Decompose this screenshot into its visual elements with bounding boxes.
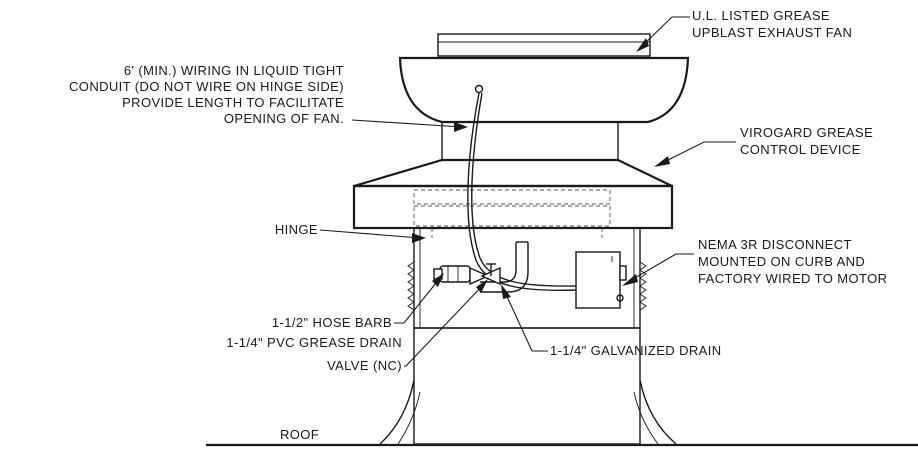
label-galvanized-drain: 1-1/4" GALVANIZED DRAIN [550,343,722,358]
exhaust-fan [398,33,690,161]
label-nema-line1: NEMA 3R DISCONNECT [698,237,852,252]
label-fan-line1: U.L. LISTED GREASE [692,8,830,23]
label-wiring-line2: CONDUIT (DO NOT WIRE ON HINGE SIDE) [69,79,344,94]
nema-disconnect-box [575,251,627,309]
label-wiring-line3: PROVIDE LENGTH TO FACILITATE [122,95,344,110]
label-hose-barb: 1-1/2" HOSE BARB [272,315,392,330]
label-wiring-line4: OPENING OF FAN. [224,111,344,126]
hose-barb-valve [433,263,501,286]
label-nema-line3: FACTORY WIRED TO MOTOR [698,271,887,286]
label-virogard-line2: CONTROL DEVICE [740,142,861,157]
galvanized-drain [480,241,529,293]
label-wiring-line1: 6' (MIN.) WIRING IN LIQUID TIGHT [124,63,344,78]
label-pvc-drain: 1-1/4" PVC GREASE DRAIN [226,335,402,350]
wiring-conduit [467,84,579,292]
label-roof: ROOF [280,427,319,442]
label-valve: VALVE (NC) [327,358,402,373]
label-virogard-line1: VIROGARD GREASE [740,125,873,140]
label-fan-line2: UPBLAST EXHAUST FAN [692,25,852,40]
label-nema-line2: MOUNTED ON CURB AND [698,254,865,269]
label-hinge: HINGE [275,222,318,237]
grease-control-device [352,158,674,238]
